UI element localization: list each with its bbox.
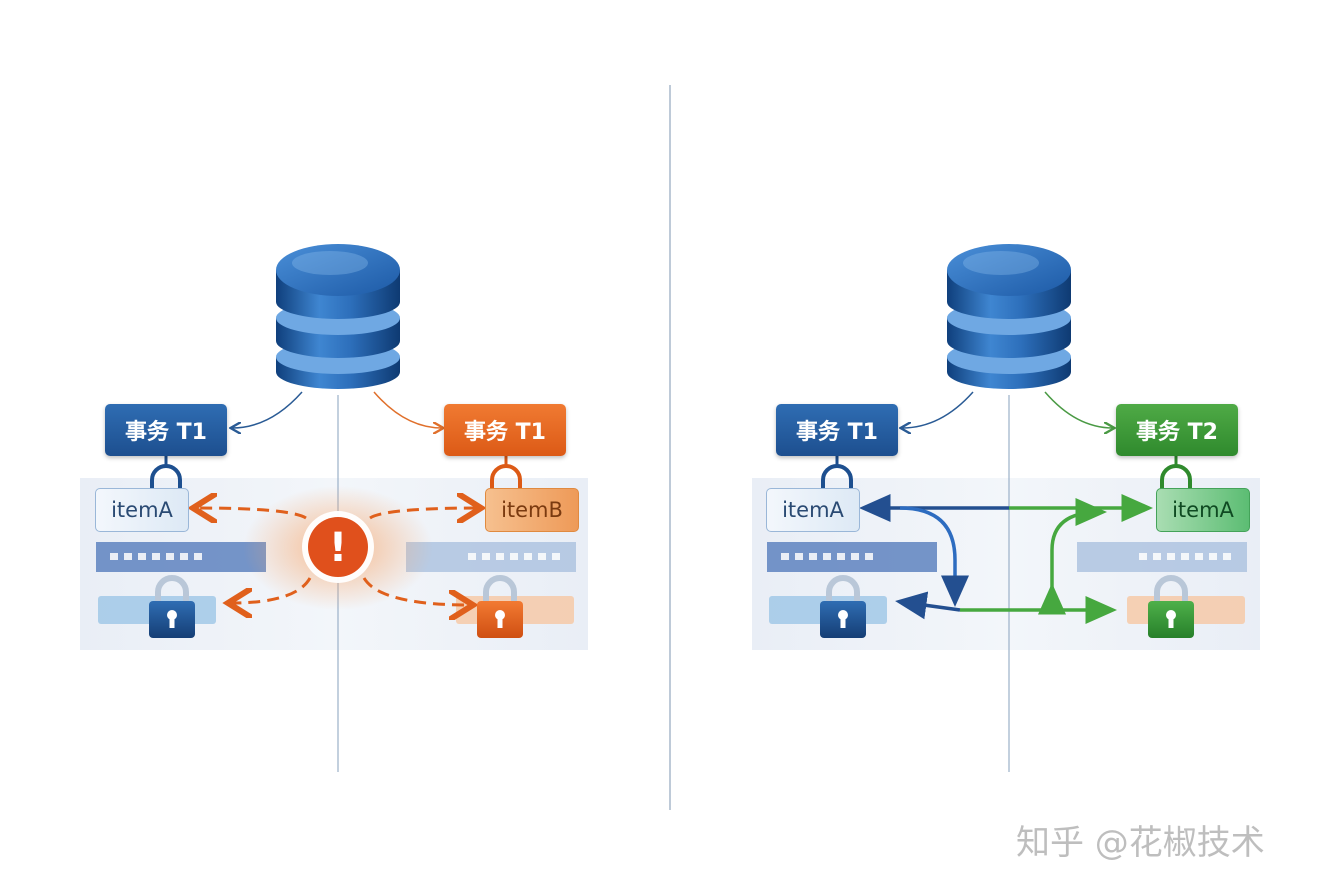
left-row-bar bbox=[406, 542, 576, 572]
left-transaction-tag-t1-orange: 事务 T1 bbox=[444, 404, 566, 456]
alert-icon: ! bbox=[302, 511, 374, 583]
padlock-icon bbox=[1148, 575, 1194, 638]
right-item-a-left: itemA bbox=[766, 488, 860, 532]
db-to-tag-right-connector bbox=[1044, 391, 1113, 428]
right-transaction-tag-t1: 事务 T1 bbox=[776, 404, 898, 456]
padlock-icon bbox=[477, 575, 523, 638]
right-transaction-tag-t2: 事务 T2 bbox=[1116, 404, 1238, 456]
db-to-tag-right-connector bbox=[373, 391, 442, 428]
alert-symbol: ! bbox=[329, 525, 347, 571]
right-row-bar bbox=[1077, 542, 1247, 572]
left-transaction-tag-t1: 事务 T1 bbox=[105, 404, 227, 456]
flow-arrow-navy bbox=[895, 591, 961, 620]
right-item-a-right: itemA bbox=[1156, 488, 1250, 532]
left-item-a: itemA bbox=[95, 488, 189, 532]
right-row-dots bbox=[781, 553, 1231, 560]
conflict-arrow bbox=[362, 577, 470, 605]
conflict-arrow bbox=[231, 577, 312, 603]
padlock-icon bbox=[820, 575, 866, 638]
padlock-icon bbox=[149, 575, 195, 638]
flow-arrow-navy bbox=[899, 506, 969, 607]
db-to-tag-left-connector bbox=[902, 391, 974, 428]
db-to-tag-left-connector bbox=[232, 391, 303, 428]
database-icon bbox=[947, 244, 1071, 389]
left-item-b: itemB bbox=[485, 488, 579, 532]
conflict-arrow bbox=[196, 508, 307, 518]
watermark: 知乎 @花椒技术 bbox=[1016, 823, 1265, 863]
database-icon bbox=[276, 244, 400, 389]
flow-arrow-green bbox=[1050, 498, 1107, 605]
conflict-arrow bbox=[369, 508, 478, 518]
left-row-dots bbox=[110, 553, 560, 560]
